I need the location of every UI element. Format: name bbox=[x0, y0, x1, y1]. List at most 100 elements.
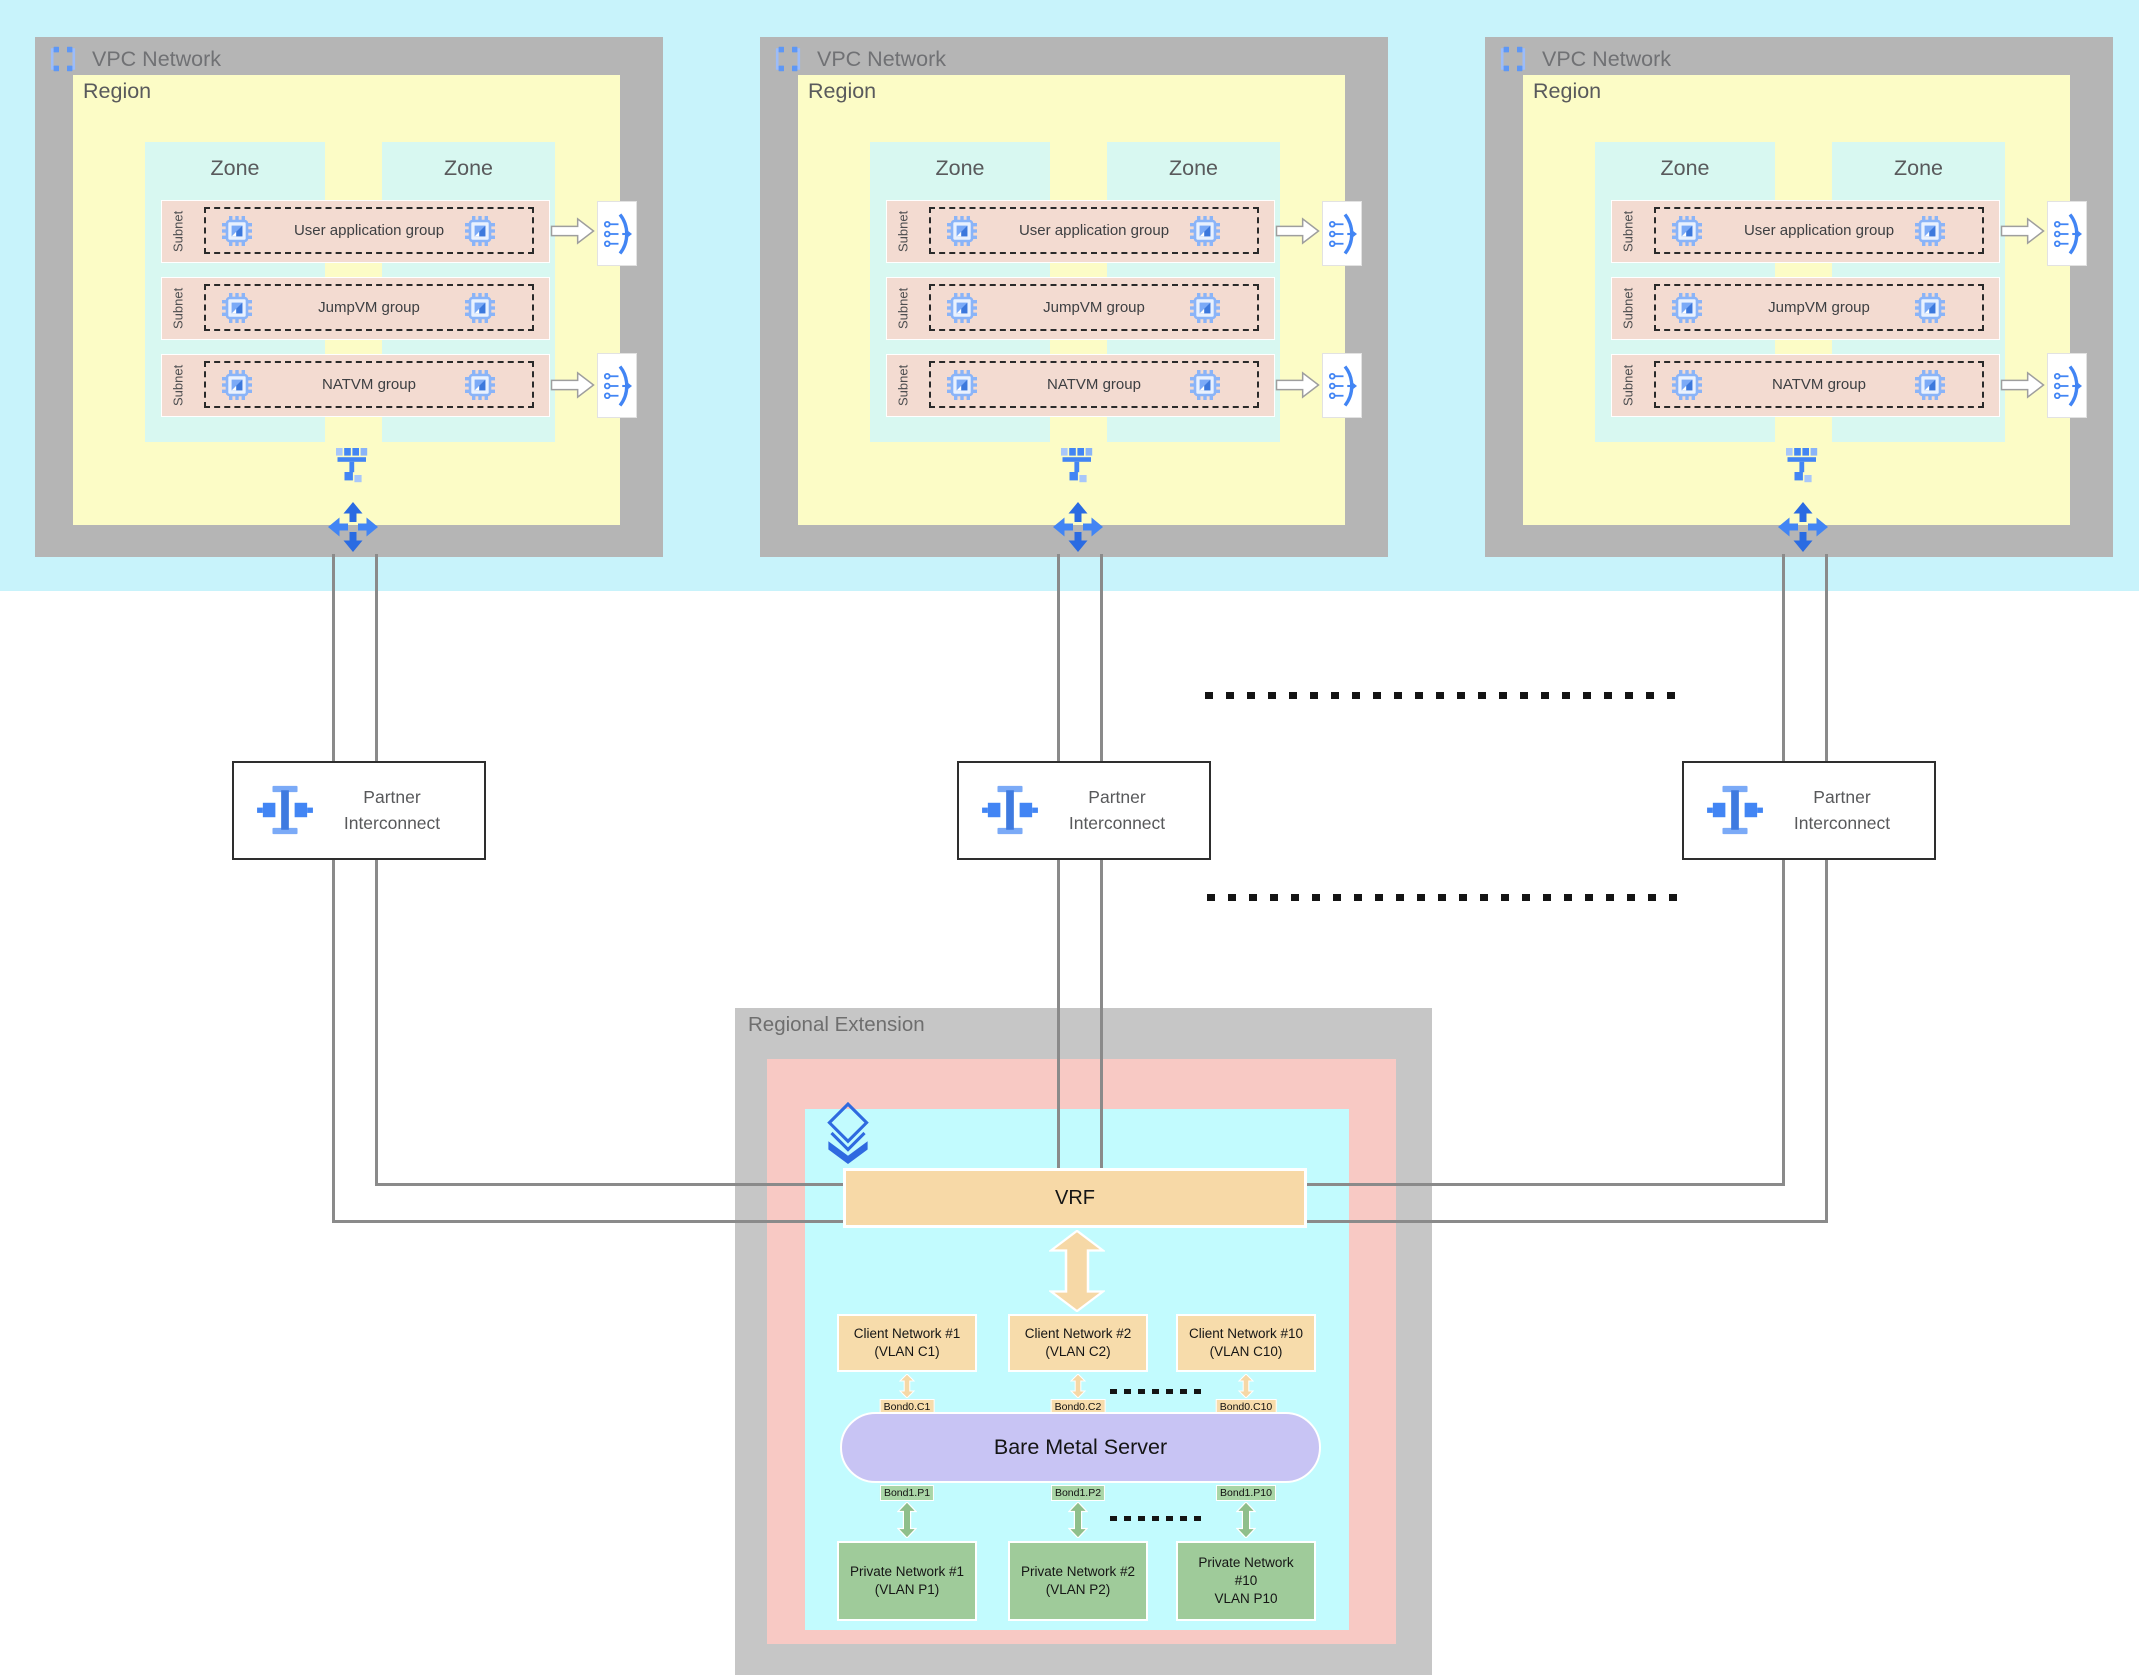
instance-group-box: JumpVM group bbox=[1654, 284, 1984, 331]
bond-private-double-arrow bbox=[1236, 1502, 1256, 1538]
client-network-name: Client Network #2 bbox=[1024, 1325, 1132, 1341]
region-title: Region bbox=[83, 79, 152, 103]
to-load-balancer-arrow bbox=[1274, 217, 1322, 245]
vpc-network-icon bbox=[48, 46, 78, 72]
private-network-name: Private Network #1 bbox=[849, 1563, 965, 1579]
load-balancer-icon bbox=[602, 360, 632, 412]
region-title: Region bbox=[808, 79, 877, 103]
connector-line bbox=[1782, 554, 1785, 1186]
bond-interface-label: Bond1.P2 bbox=[1050, 1485, 1106, 1501]
vpc-network-box: VPC Network Region Zone Zone Subnet User… bbox=[35, 37, 663, 557]
load-balancer-box bbox=[1322, 353, 1362, 418]
private-network-vlan: (VLAN P1) bbox=[874, 1582, 940, 1597]
connector-line bbox=[1305, 1183, 1785, 1186]
instance-group-box: NATVM group bbox=[1654, 361, 1984, 408]
vm-instance-icon bbox=[1190, 293, 1220, 323]
instance-group-box: NATVM group bbox=[929, 361, 1259, 408]
connector-line bbox=[375, 554, 378, 1186]
connector-line bbox=[375, 1183, 845, 1186]
subnet-label: Subnet bbox=[895, 364, 911, 407]
partner-interconnect-icon bbox=[256, 784, 314, 836]
vm-instance-icon bbox=[1915, 293, 1945, 323]
regional-extension-title: Regional Extension bbox=[748, 1013, 925, 1036]
region-title: Region bbox=[1533, 79, 1602, 103]
vpc-network-box: VPC Network Region Zone Zone Subnet User… bbox=[1485, 37, 2113, 557]
network-switch-icon bbox=[1785, 448, 1819, 484]
vpc-network-icon bbox=[773, 46, 803, 72]
subnet-label: Subnet bbox=[895, 287, 911, 330]
load-balancer-box bbox=[597, 201, 637, 266]
vpc-network-title: VPC Network bbox=[817, 47, 947, 71]
to-load-balancer-arrow bbox=[1274, 371, 1322, 399]
vrf-box: VRF bbox=[843, 1168, 1307, 1228]
private-network-box: Private Network #2 (VLAN P2) bbox=[1008, 1541, 1148, 1621]
more-vlans-dots bbox=[1110, 1516, 1205, 1521]
zone-title: Zone bbox=[1893, 156, 1943, 180]
vm-instance-icon bbox=[465, 216, 495, 246]
zone-title: Zone bbox=[443, 156, 493, 180]
to-load-balancer-arrow bbox=[549, 217, 597, 245]
instance-group-label: User application group bbox=[1743, 222, 1895, 239]
client-bond-double-arrow bbox=[1238, 1374, 1254, 1398]
subnet-box: Subnet JumpVM group bbox=[161, 277, 550, 340]
vpc-network-box: VPC Network Region Zone Zone Subnet User… bbox=[760, 37, 1388, 557]
client-network-box: Client Network #2 (VLAN C2) bbox=[1008, 1314, 1148, 1372]
vpc-network-title: VPC Network bbox=[1542, 47, 1672, 71]
subnet-label: Subnet bbox=[170, 364, 186, 407]
instance-group-label: JumpVM group bbox=[1043, 299, 1145, 316]
load-balancer-box bbox=[1322, 201, 1362, 266]
subnet-box: Subnet NATVM group bbox=[1611, 354, 2000, 417]
interconnect-attachment-icon bbox=[818, 1101, 878, 1165]
partner-interconnect-box: Partner Interconnect bbox=[1682, 761, 1936, 860]
partner-interconnect-box: Partner Interconnect bbox=[957, 761, 1211, 860]
router-icon bbox=[1052, 501, 1104, 553]
private-network-vlan: (VLAN P2) bbox=[1045, 1582, 1111, 1597]
zone-title: Zone bbox=[1660, 156, 1710, 180]
load-balancer-icon bbox=[2052, 360, 2082, 412]
router-icon bbox=[1777, 501, 1829, 553]
partner-interconnect-box: Partner Interconnect bbox=[232, 761, 486, 860]
load-balancer-icon bbox=[1327, 360, 1357, 412]
private-network-box: Private Network #10 VLAN P10 bbox=[1176, 1541, 1316, 1621]
zone-title: Zone bbox=[935, 156, 985, 180]
subnet-label: Subnet bbox=[895, 210, 911, 253]
load-balancer-icon bbox=[2052, 208, 2082, 260]
instance-group-label: NATVM group bbox=[1772, 376, 1866, 393]
instance-group-label: NATVM group bbox=[1047, 376, 1141, 393]
vm-instance-icon bbox=[1915, 370, 1945, 400]
instance-group-label: NATVM group bbox=[322, 376, 416, 393]
network-switch-icon bbox=[1060, 448, 1094, 484]
subnet-box: Subnet NATVM group bbox=[161, 354, 550, 417]
bare-metal-server: Bare Metal Server bbox=[840, 1412, 1321, 1483]
vm-instance-icon bbox=[465, 293, 495, 323]
instance-group-label: JumpVM group bbox=[318, 299, 420, 316]
client-bond-double-arrow bbox=[1070, 1374, 1086, 1398]
bond-interface-label: Bond1.P10 bbox=[1216, 1485, 1276, 1501]
subnet-box: Subnet User application group bbox=[1611, 200, 2000, 263]
client-network-vlan: (VLAN C1) bbox=[874, 1344, 940, 1359]
subnet-label: Subnet bbox=[1620, 364, 1636, 407]
region-separator-dots bbox=[1205, 692, 1675, 699]
router-icon bbox=[327, 501, 379, 553]
connector-line bbox=[1057, 554, 1060, 1170]
load-balancer-box bbox=[2047, 353, 2087, 418]
instance-group-box: User application group bbox=[1654, 207, 1984, 254]
client-network-box: Client Network #1 (VLAN C1) bbox=[837, 1314, 977, 1372]
vm-instance-icon bbox=[1190, 370, 1220, 400]
client-network-name: Client Network #10 bbox=[1188, 1325, 1304, 1341]
subnet-label: Subnet bbox=[170, 210, 186, 253]
load-balancer-box bbox=[2047, 201, 2087, 266]
subnet-box: Subnet NATVM group bbox=[886, 354, 1275, 417]
vm-instance-icon bbox=[465, 370, 495, 400]
connector-line bbox=[1100, 554, 1103, 1170]
client-bond-double-arrow bbox=[899, 1374, 915, 1398]
connector-line bbox=[332, 554, 335, 1223]
private-network-box: Private Network #1 (VLAN P1) bbox=[837, 1541, 977, 1621]
instance-group-label: User application group bbox=[293, 222, 445, 239]
instance-group-box: NATVM group bbox=[204, 361, 534, 408]
subnet-box: Subnet JumpVM group bbox=[886, 277, 1275, 340]
client-network-vlan: (VLAN C2) bbox=[1045, 1344, 1111, 1359]
private-network-vlan: VLAN P10 bbox=[1214, 1591, 1278, 1607]
partner-interconnect-label: Partner Interconnect bbox=[1068, 787, 1166, 833]
